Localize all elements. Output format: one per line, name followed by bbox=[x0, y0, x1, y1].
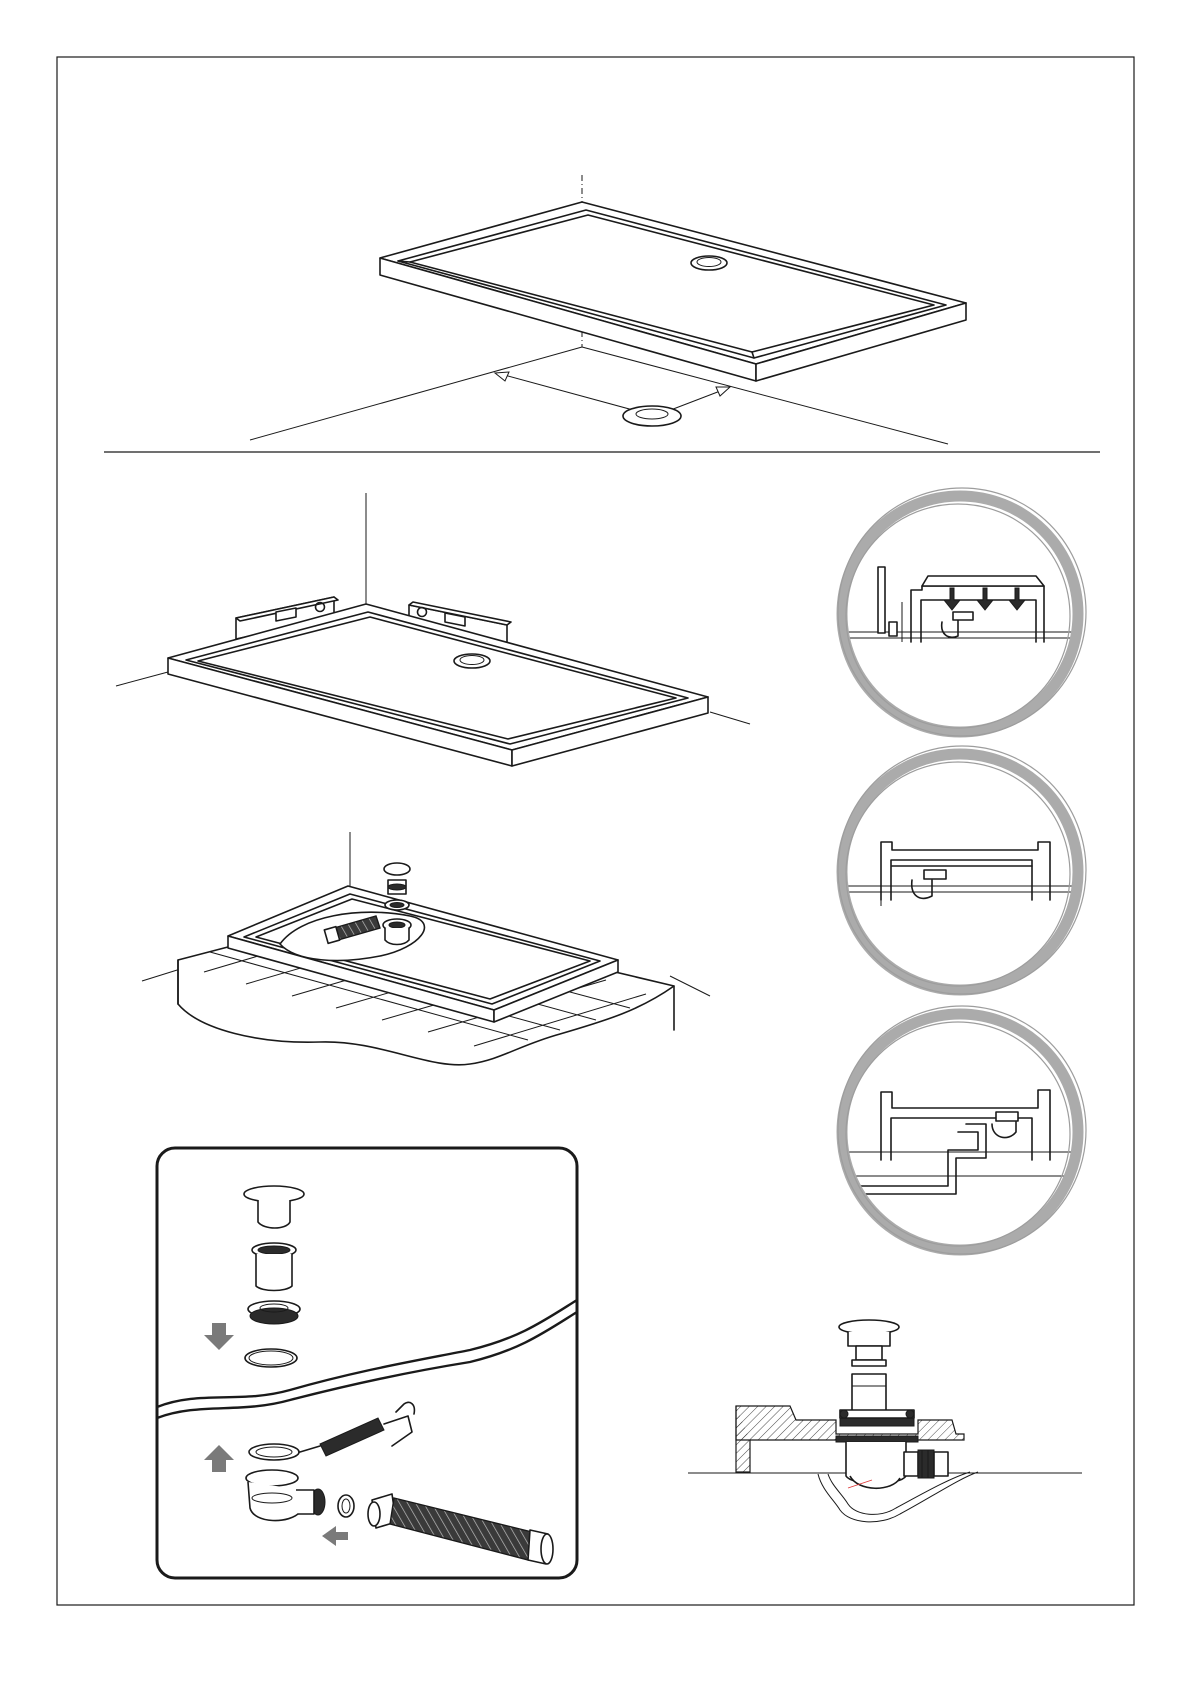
dimension-arrow-icon bbox=[716, 387, 730, 396]
flexible-hose-icon bbox=[368, 1494, 553, 1564]
tray-waste-hole-icon bbox=[454, 654, 490, 668]
panel-detail-1 bbox=[838, 488, 1086, 736]
waste-cap-icon bbox=[384, 863, 410, 875]
waste-trap-body-icon bbox=[246, 1470, 325, 1521]
section-cap-icon bbox=[839, 1320, 899, 1334]
panel-detail-3 bbox=[838, 1006, 1086, 1254]
panel-waste-section bbox=[688, 1320, 1082, 1522]
push-up-arrow-icon bbox=[204, 1445, 234, 1472]
connect-arrow-icon bbox=[322, 1526, 348, 1546]
section-outlet-icon bbox=[904, 1450, 948, 1478]
panel-tray-positioning bbox=[250, 175, 966, 444]
panel-waste-exploded bbox=[157, 1148, 577, 1578]
panel-tray-waste-install bbox=[142, 832, 710, 1065]
drain-flange-icon bbox=[248, 1301, 300, 1324]
drain-top-ring-icon bbox=[249, 1444, 299, 1460]
sealant-gun-icon bbox=[300, 1402, 414, 1456]
drain-cap-icon bbox=[244, 1186, 304, 1228]
drain-basket-icon bbox=[252, 1243, 296, 1291]
tray-waste-hole-icon bbox=[691, 256, 727, 270]
drain-seal-ring-icon bbox=[245, 1349, 297, 1367]
detail-ring bbox=[842, 754, 1078, 990]
panel-tray-on-batten bbox=[116, 493, 750, 766]
press-down-arrows bbox=[944, 588, 1025, 610]
exploded-panel-frame bbox=[157, 1148, 577, 1578]
pipe-nut-icon bbox=[338, 1495, 354, 1517]
push-down-arrow-icon bbox=[204, 1323, 234, 1350]
panel-detail-2 bbox=[838, 746, 1086, 994]
dimension-arrow-icon bbox=[495, 372, 509, 381]
